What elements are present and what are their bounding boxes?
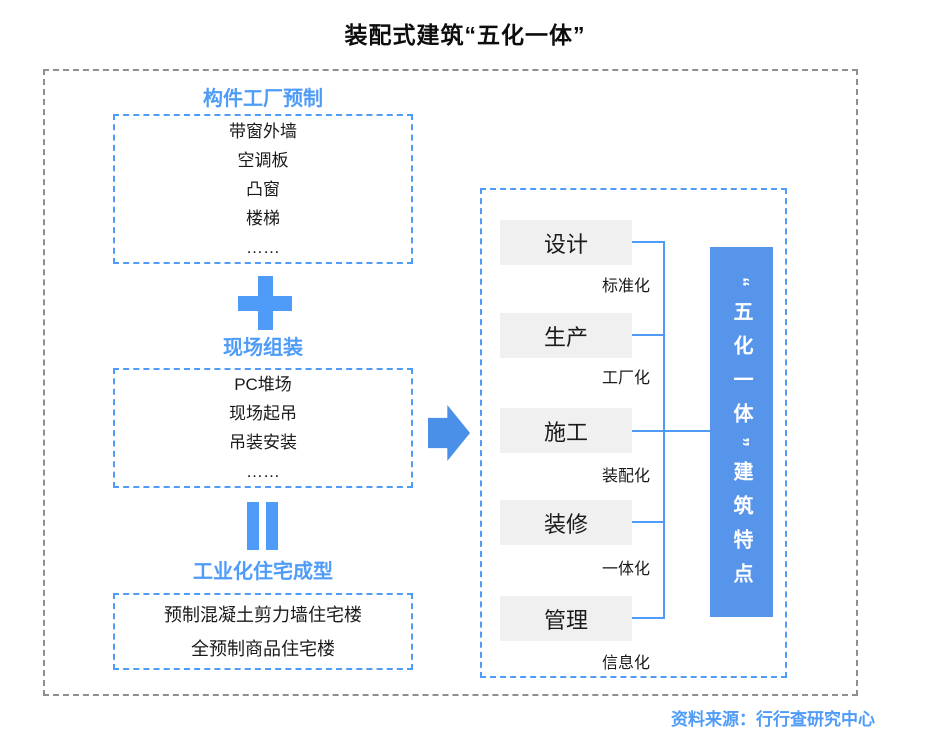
stage-box-management: 管理 xyxy=(500,596,632,641)
stage-box-design: 设计 xyxy=(500,220,632,265)
list-item: …… xyxy=(246,237,280,257)
result-box: “五化一体”建筑特点 xyxy=(710,247,773,617)
step1-box: 带窗外墙 空调板 凸窗 楼梯 …… xyxy=(113,114,413,264)
step3-box: 预制混凝土剪力墙住宅楼 全预制商品住宅楼 xyxy=(113,593,413,670)
stage-box-decoration: 装修 xyxy=(500,500,632,545)
bracket-connector-line xyxy=(665,430,710,432)
plus-vertical-bar xyxy=(258,276,273,330)
step1-heading: 构件工厂预制 xyxy=(203,88,323,110)
list-item: …… xyxy=(246,462,280,481)
bracket-stub-line xyxy=(632,430,665,432)
source-note: 资料来源：行行查研究中心 xyxy=(671,710,875,729)
bracket-stub-line xyxy=(632,521,665,523)
equals-left-bar xyxy=(247,502,259,550)
list-item: 吊装安装 xyxy=(229,433,297,452)
step3-heading: 工业化住宅成型 xyxy=(193,561,333,583)
list-item: 现场起吊 xyxy=(229,404,297,423)
equals-icon xyxy=(247,502,279,550)
list-item: PC堆场 xyxy=(234,375,292,394)
stage-box-production: 生产 xyxy=(500,313,632,358)
stage-tag-integration: 一体化 xyxy=(601,561,650,578)
list-item: 预制混凝土剪力墙住宅楼 xyxy=(164,604,362,625)
list-item: 楼梯 xyxy=(246,208,280,228)
result-vertical-text: “五化一体”建筑特点 xyxy=(730,277,752,597)
step2-heading: 现场组装 xyxy=(223,337,303,359)
list-item: 全预制商品住宅楼 xyxy=(191,638,335,659)
diagram-outer-frame xyxy=(43,69,858,696)
plus-icon xyxy=(238,276,292,330)
right-panel-frame xyxy=(480,188,787,678)
stage-tag-standardization: 标准化 xyxy=(601,278,650,295)
stage-box-construction: 施工 xyxy=(500,408,632,453)
stage-tag-information: 信息化 xyxy=(601,655,650,672)
bracket-stub-line xyxy=(632,241,665,243)
stage-tag-factory: 工厂化 xyxy=(601,370,650,387)
list-item: 凸窗 xyxy=(246,179,280,199)
list-item: 带窗外墙 xyxy=(229,121,297,141)
list-item: 空调板 xyxy=(237,150,289,170)
step2-box: PC堆场 现场起吊 吊装安装 …… xyxy=(113,368,413,488)
page-title: 装配式建筑“五化一体” xyxy=(344,22,586,48)
bracket-vertical-line xyxy=(663,241,665,619)
stage-tag-assembly: 装配化 xyxy=(601,468,650,485)
equals-right-bar xyxy=(266,502,278,550)
bracket-stub-line xyxy=(632,617,665,619)
bracket-stub-line xyxy=(632,334,665,336)
